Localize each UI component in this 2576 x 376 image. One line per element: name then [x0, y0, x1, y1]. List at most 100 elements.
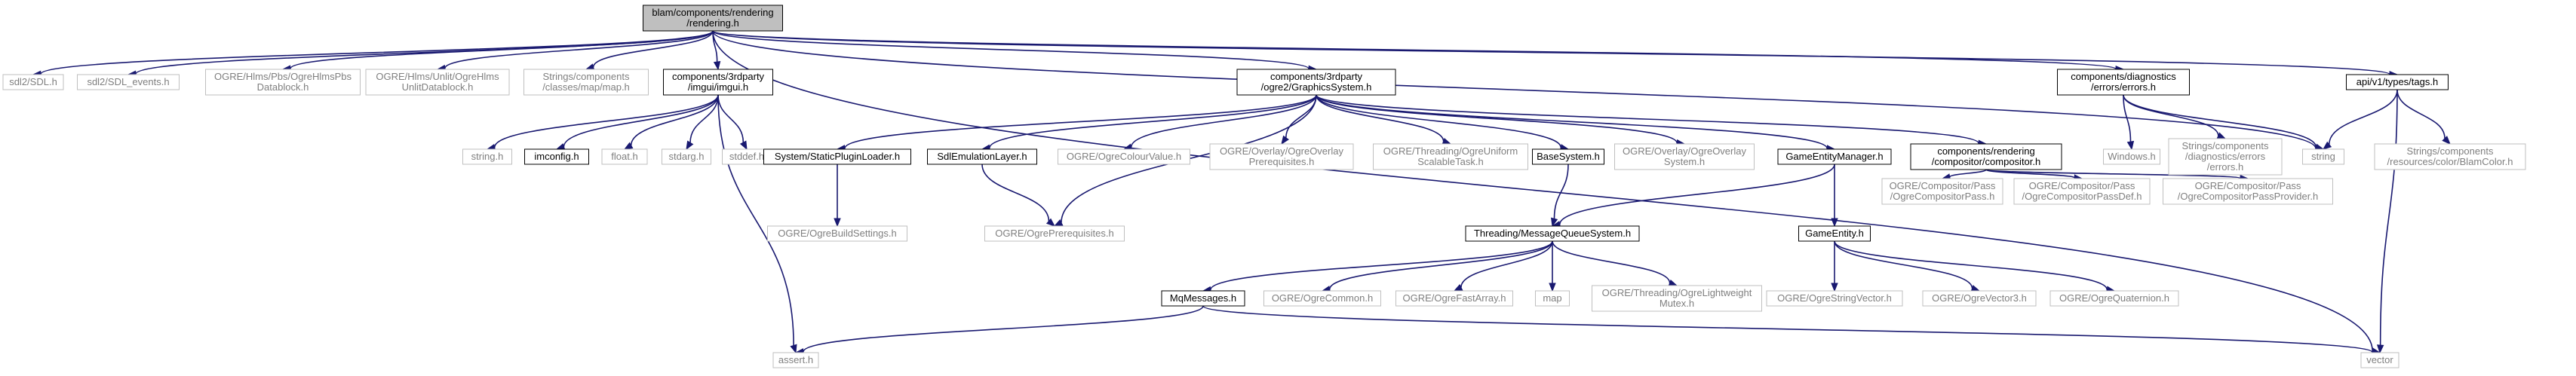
include-edge-graphics_system-to-game_entity_manager: [1316, 94, 1828, 149]
node-box: [1465, 225, 1640, 242]
node-box: [1236, 69, 1396, 96]
node-box: [1373, 143, 1528, 170]
node-label-line: vector: [2366, 354, 2393, 365]
node-game-entity[interactable]: GameEntity.h: [1798, 225, 1871, 242]
include-edge-tags-to-vector: [2379, 89, 2398, 346]
node-label-line: /compositor/compositor.h: [1932, 156, 2041, 167]
node-label-line: GameEntityManager.h: [1785, 151, 1883, 162]
arrowhead-imgui-to-float_h: [623, 142, 634, 150]
node-windows-h: Windows.h: [2103, 148, 2160, 165]
node-compositor[interactable]: components/rendering/compositor/composit…: [1910, 143, 2062, 170]
node-box: [523, 69, 649, 96]
node-label-line: string: [2311, 151, 2335, 162]
node-label-line: OGRE/OgreStringVector.h: [1777, 292, 1892, 304]
node-box: [1592, 285, 1762, 312]
include-edge-game_entity-to-vector3: [1834, 240, 1973, 289]
include-edge-tags-to-blam_color: [2396, 89, 2446, 139]
edges-layer: [32, 30, 2451, 356]
node-box: [1532, 148, 1604, 165]
node-box: [2360, 352, 2399, 368]
node-comp-pass-def: OGRE/Compositor/Pass/OgreCompositorPassD…: [2013, 178, 2151, 205]
node-imconfig[interactable]: imconfig.h: [524, 148, 589, 165]
node-label-line: string.h: [471, 151, 504, 162]
node-label-line: /errors.h: [2207, 161, 2243, 173]
node-vector: vector: [2360, 352, 2399, 368]
node-box: [2049, 290, 2179, 307]
node-label-line: SdlEmulationLayer.h: [937, 151, 1027, 162]
node-label-line: /OgreCompositorPass.h: [1890, 191, 1995, 202]
include-edge-compositor-to-comp_pass_provider: [1985, 169, 2241, 179]
include-edge-game_entity_manager-to-mq_system: [1558, 164, 1835, 225]
arrowhead-imgui-to-assert_h: [790, 344, 797, 354]
node-label-line: /OgreCompositorPassProvider.h: [2178, 191, 2318, 202]
node-static-plugin[interactable]: System/StaticPluginLoader.h: [763, 148, 911, 165]
node-label-line: OGRE/Threading/OgreUniform: [1383, 145, 1518, 157]
node-label-line: stddef.h: [729, 151, 764, 162]
arrowhead-sdl_emulation-to-ogre_prereq: [1045, 218, 1056, 227]
arrowhead-root-to-imgui: [713, 60, 721, 71]
include-edge-root-to-graphics_system: [712, 30, 1309, 70]
node-box: [2057, 69, 2190, 96]
include-edge-imgui-to-assert_h: [717, 94, 794, 346]
node-graphics-system[interactable]: components/3rdparty/ogre2/GraphicsSystem…: [1236, 69, 1396, 96]
node-label-line: components/rendering: [1937, 145, 2034, 157]
node-label-line: OGRE/Compositor/Pass: [1890, 180, 1996, 191]
include-edge-mq_system-to-ogre_common: [1328, 240, 1553, 290]
include-edge-imgui-to-imconfig: [563, 94, 719, 147]
include-edge-graphics_system-to-compositor: [1316, 94, 1979, 144]
node-box: [1881, 178, 2003, 205]
node-stdarg: stdarg.h: [662, 148, 711, 165]
node-box: [2346, 74, 2449, 90]
include-edge-base_system-to-mq_system: [1553, 164, 1569, 219]
node-mq-messages[interactable]: MqMessages.h: [1161, 290, 1245, 307]
node-label-line: assert.h: [778, 354, 813, 365]
node-tags[interactable]: api/v1/types/tags.h: [2346, 74, 2449, 90]
node-sdl: sdl2/SDL.h: [2, 74, 64, 90]
node-box: [662, 148, 711, 165]
arrowhead-game_entity-to-string_vector: [1831, 283, 1838, 292]
node-sdl-emulation[interactable]: SdlEmulationLayer.h: [927, 148, 1037, 165]
node-mq-system[interactable]: Threading/MessageQueueSystem.h: [1465, 225, 1640, 242]
node-label-line: Threading/MessageQueueSystem.h: [1474, 228, 1631, 239]
node-base-system[interactable]: BaseSystem.h: [1532, 148, 1604, 165]
include-edge-imgui-to-float_h: [630, 94, 719, 146]
include-edge-root-to-sdl_events: [135, 30, 714, 75]
node-strings-map: Strings/components/classes/map/map.h: [523, 69, 649, 96]
arrowhead-tags-to-vector: [2376, 344, 2384, 354]
node-ogre-prereq: OGRE/OgrePrerequisites.h: [984, 225, 1125, 242]
node-box: [2374, 143, 2526, 170]
node-game-entity-manager[interactable]: GameEntityManager.h: [1777, 148, 1892, 165]
include-edge-mq_messages-to-vector: [1202, 305, 2373, 353]
node-box: [1910, 143, 2062, 170]
include-edge-root-to-strings_map: [592, 30, 714, 68]
include-edge-mq_system-to-lightweight_mutex: [1552, 240, 1671, 283]
node-root[interactable]: blam/components/rendering/rendering.h: [643, 5, 783, 32]
node-box: [365, 69, 510, 96]
node-label-line: sdl2/SDL.h: [9, 76, 57, 87]
node-diag-errors[interactable]: components/diagnostics/errors/errors.h: [2057, 69, 2190, 96]
node-box: [1798, 225, 1871, 242]
node-label-line: Datablock.h: [257, 81, 309, 93]
node-label-line: components/diagnostics: [2071, 71, 2176, 82]
include-edge-diag_errors-to-windows_h: [2123, 94, 2132, 142]
node-label-line: UnlitDatablock.h: [402, 81, 474, 93]
node-label-line: Strings/components: [2182, 140, 2269, 151]
node-string: string: [2302, 148, 2344, 165]
arrowhead-mq_system-to-map: [1549, 283, 1556, 292]
node-label-line: /ogre2/GraphicsSystem.h: [1261, 81, 1372, 93]
node-vector3: OGRE/OgreVector3.h: [1922, 290, 2037, 307]
node-label-line: /resources/color/BlamColor.h: [2387, 156, 2513, 167]
node-label-line: OGRE/Hlms/Pbs/OgreHlmsPbs: [214, 71, 352, 82]
node-label-line: api/v1/types/tags.h: [2356, 76, 2438, 87]
node-label-line: OGRE/Compositor/Pass: [2195, 180, 2301, 191]
node-label-line: OGRE/Compositor/Pass: [2029, 180, 2135, 191]
node-ogre-common: OGRE/OgreCommon.h: [1263, 290, 1381, 307]
node-imgui[interactable]: components/3rdparty/imgui/imgui.h: [663, 69, 773, 96]
node-box: [524, 148, 589, 165]
node-label-line: components/3rdparty: [672, 71, 765, 82]
node-label-line: components/3rdparty: [1270, 71, 1363, 82]
node-box: [767, 225, 907, 242]
